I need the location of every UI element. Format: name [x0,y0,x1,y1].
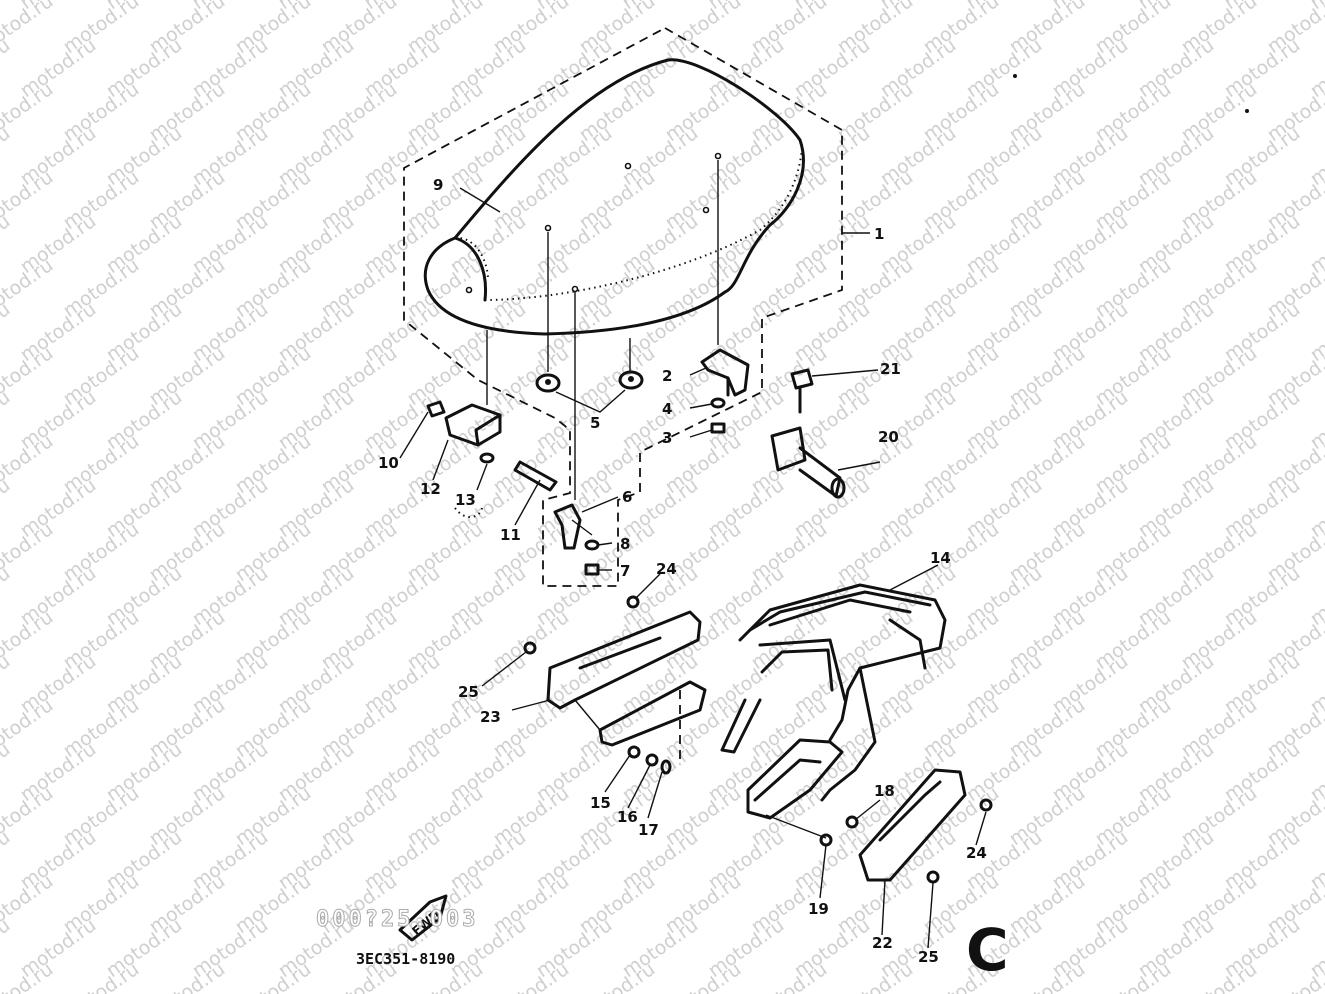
callout-16: 16 [617,808,638,826]
callout-17: 17 [638,821,659,839]
callout-10: 10 [378,454,399,472]
seat-lock-cylinder [770,368,846,499]
faint-stamp: 000?25.003 [316,907,478,932]
callout-25-left: 25 [458,683,479,701]
callout-23: 23 [480,708,501,726]
watermark-text: motod.ru [575,958,659,994]
callout-24-right: 24 [966,844,987,862]
callout-13: 13 [455,491,476,509]
watermark-text: motod.ru [0,738,14,806]
callout-8: 8 [620,535,630,553]
callout-22: 22 [872,934,893,952]
watermark-text: motod.ru [0,914,14,982]
watermark-text: motod.ru [231,958,315,994]
watermark-text: motod.ru [0,386,14,454]
watermark-text: motod.ru [1005,958,1089,994]
callout-1: 1 [874,225,884,243]
callout-20: 20 [878,428,899,446]
seat [423,58,805,500]
callout-11: 11 [500,526,521,544]
callout-15: 15 [590,794,611,812]
assembly-outline [403,26,843,587]
watermark-text: motod.ru [145,958,229,994]
watermark-text: motod.ru [0,210,14,278]
stray-dot [1245,109,1249,113]
section-letter: C [966,916,1009,984]
watermark-text: motod.ru [0,34,14,102]
stray-dot [1013,74,1017,78]
reference-code: 3EC351-8190 [356,950,455,968]
watermark-text: motod.ru [0,562,14,630]
watermark-text: motod.ru [661,958,745,994]
left-side-plate [523,595,707,775]
watermark-text: motod.ru [0,650,14,718]
carrier-rack [720,583,947,820]
callout-7: 7 [620,562,630,580]
watermark-text: motod.ru [0,298,14,366]
callout-12: 12 [420,480,441,498]
watermark-text: motod.ru [59,958,143,994]
seat-hinge [426,400,558,518]
callout-14: 14 [930,549,951,567]
callout-19: 19 [808,900,829,918]
watermark-text: motod.ru [1091,958,1175,994]
callout-21: 21 [880,360,901,378]
callout-25-right: 25 [918,948,939,966]
watermark-text: motod.ru [747,958,831,994]
leader-lines [399,187,987,949]
callout-5: 5 [590,414,600,432]
watermark-text: motod.ru [0,122,14,190]
watermark-text: motod.ru [0,474,14,542]
callout-9: 9 [433,176,443,194]
right-side-plate [765,768,993,884]
grommets [535,370,644,393]
callout-2: 2 [662,367,672,385]
callout-6: 6 [622,488,632,506]
watermark-text: motod.ru [833,958,917,994]
callout-3: 3 [662,429,672,447]
watermark-text: motod.ru [1177,958,1261,994]
watermark-text: motod.ru [489,958,573,994]
seat-bracket [700,348,750,434]
callout-24-left: 24 [656,560,677,578]
callout-18: 18 [874,782,895,800]
callout-4: 4 [662,400,672,418]
callout-labels: 1 2 3 4 5 6 7 8 9 10 11 12 13 14 15 16 1… [378,176,987,966]
watermark-text: motod.ru [0,826,14,894]
